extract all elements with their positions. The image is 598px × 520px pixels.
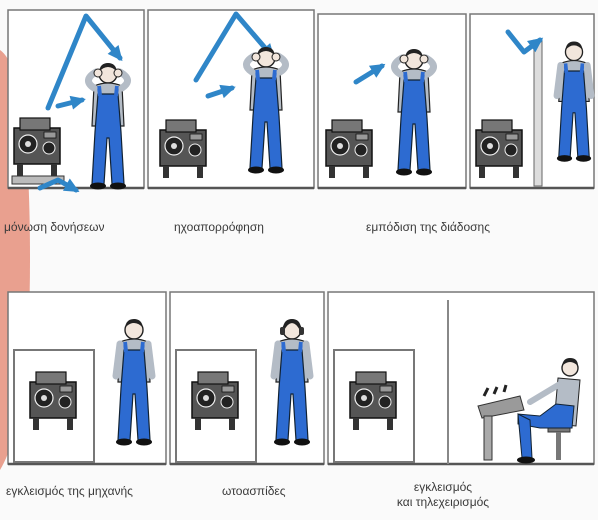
worker-hand	[420, 55, 428, 63]
ear-muff	[280, 327, 285, 335]
panel-barrier-right	[470, 14, 594, 188]
worker-strap	[99, 86, 100, 96]
worker-strap	[125, 342, 126, 352]
machine-leg	[51, 164, 57, 176]
worker-strap	[257, 70, 258, 80]
worker-arm	[557, 65, 561, 95]
worker-strap	[274, 70, 275, 80]
worker-shoe	[517, 457, 535, 464]
worker-strap	[582, 63, 583, 73]
machine-panel	[380, 386, 392, 392]
worker-strap	[405, 72, 406, 82]
machine-leg	[33, 418, 39, 430]
panel-vibration-isolation	[8, 10, 144, 192]
worker-strap	[300, 342, 301, 352]
worker-hand	[272, 53, 280, 61]
machine-hub	[171, 143, 177, 149]
worker-shoe	[136, 439, 152, 446]
worker-strap	[116, 86, 117, 96]
machine-gear	[379, 396, 391, 408]
caption-machine-enclosure: εγκλεισμός της μηχανής	[6, 484, 133, 499]
worker-shoe	[90, 183, 106, 190]
worker-shoe	[396, 169, 412, 176]
worker-arm	[587, 65, 591, 95]
machine-leg	[197, 166, 203, 178]
machine-hub	[487, 143, 493, 149]
machine-leg	[387, 418, 393, 430]
machine-top	[36, 372, 66, 384]
machine-leg	[229, 418, 235, 430]
ear-muff	[299, 327, 304, 335]
machine-top	[332, 120, 362, 132]
machine-hub	[203, 395, 209, 401]
machine-top	[166, 120, 196, 132]
worker-shoe	[576, 155, 591, 162]
worker-hand	[252, 53, 260, 61]
worker-shoe	[248, 167, 264, 174]
machine-leg	[329, 166, 335, 178]
worker-hand	[114, 69, 122, 77]
machine-leg	[363, 166, 369, 178]
machine-gear	[189, 144, 201, 156]
machine-top	[198, 372, 228, 384]
worker-arm	[306, 344, 310, 376]
machine-panel	[190, 134, 202, 140]
machine-panel	[44, 132, 56, 138]
worker-strap	[565, 63, 566, 73]
machine-panel	[506, 134, 518, 140]
panel-sound-absorption	[148, 10, 314, 188]
machine-hub	[41, 395, 47, 401]
panel-ear-protectors	[170, 292, 324, 464]
caption-sound-absorption: ηχοαπορρόφηση	[174, 220, 264, 235]
worker-hand	[400, 55, 408, 63]
worker-shoe	[294, 439, 310, 446]
worker-strap	[422, 72, 423, 82]
worker-arm	[148, 344, 152, 376]
machine-leg	[513, 166, 519, 178]
worker-hand	[94, 69, 102, 77]
caption-vibration-isolation: μόνωση δονήσεων	[4, 220, 105, 235]
machine-leg	[195, 418, 201, 430]
machine-top	[20, 118, 50, 130]
caption-ear-protectors: ωτοασπίδες	[222, 484, 286, 499]
machine-gear	[505, 144, 517, 156]
machine-gear	[221, 396, 233, 408]
machine-top	[356, 372, 386, 384]
machine-gear	[43, 142, 55, 154]
machine-hub	[25, 141, 31, 147]
chair-post	[556, 432, 561, 460]
machine-leg	[67, 418, 73, 430]
machine-panel	[356, 134, 368, 140]
panel-barrier-left	[318, 14, 466, 188]
machine-gear	[355, 144, 367, 156]
worker-shoe	[557, 155, 572, 162]
machine-leg	[353, 418, 359, 430]
panel-enclosure-remote	[328, 292, 594, 464]
machine-leg	[479, 166, 485, 178]
machine-leg	[163, 166, 169, 178]
machine-top	[482, 120, 512, 132]
worker-shoe	[110, 183, 126, 190]
worker-strap	[283, 342, 284, 352]
machine-panel	[222, 386, 234, 392]
worker-arm	[274, 344, 278, 376]
machine-gear	[59, 396, 71, 408]
worker-shoe	[116, 439, 132, 446]
barrier-wall	[534, 40, 542, 186]
machine-leg	[17, 164, 23, 176]
machine-hub	[337, 143, 343, 149]
panel-machine-enclosure	[8, 292, 166, 464]
worker-strap	[142, 342, 143, 352]
worker-shoe	[274, 439, 290, 446]
caption-transmission-barrier: εμπόδιση της διάδοσης	[366, 220, 490, 235]
caption-enclosure-remote: εγκλεισμός και τηλεχειρισμός	[388, 480, 498, 510]
worker-arm	[116, 344, 120, 376]
machine-panel	[60, 386, 72, 392]
machine-hub	[361, 395, 367, 401]
control-desk-leg	[484, 416, 492, 460]
worker-shoe	[416, 169, 432, 176]
worker-shoe	[268, 167, 284, 174]
